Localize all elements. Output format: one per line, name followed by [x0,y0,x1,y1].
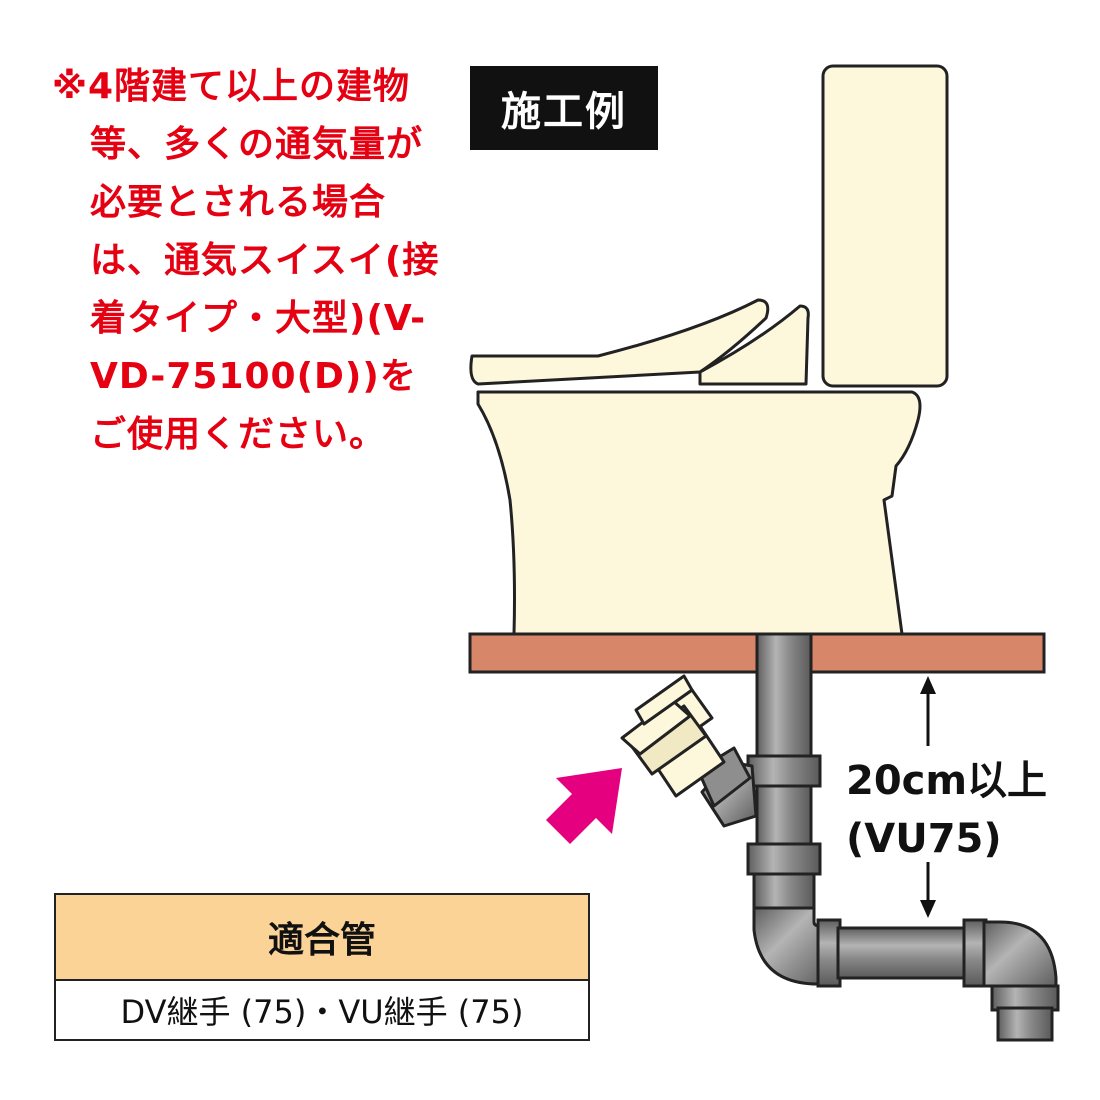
dimension-arrow [916,676,940,918]
note-line: VD-75100(D))を [90,356,417,397]
note-line: 必要とされる場合 [90,182,387,223]
note-line: は、通気スイスイ(接 [90,240,440,281]
vent-valve-branch [620,674,758,828]
pointer-arrow-icon [546,768,622,844]
installation-note: ※4階建て以上の建物 等、多くの通気量が 必要とされる場合 は、通気スイスイ(接… [52,58,440,464]
toilet-bowl [476,390,922,636]
vent-valve [620,674,726,798]
dimension-value: 20cm以上 [846,758,1048,804]
dimension-label: 20cm以上 (VU75) [846,752,1047,868]
note-line: 等、多くの通気量が [90,124,424,165]
note-line: ご使用ください。 [90,414,387,455]
table-header: 適合管 [56,895,588,981]
table-value: DV継手 (75)・VU継手 (75) [56,981,588,1039]
compatible-pipe-table: 適合管 DV継手 (75)・VU継手 (75) [54,893,590,1041]
dimension-pipe-spec: (VU75) [846,816,1002,862]
example-tag: 施工例 [470,66,658,150]
toilet-lid [469,298,810,386]
drain-pipe [746,632,1060,1042]
note-line: 着タイプ・大型)(V- [90,298,427,339]
toilet-tank [821,64,949,388]
note-line: ※4階建て以上の建物 [52,66,411,107]
